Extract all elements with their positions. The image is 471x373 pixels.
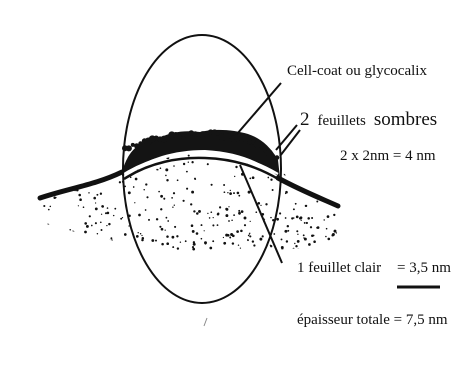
label-dark-layers-word2: sombres [374,109,437,130]
pointer-cell-coat [237,83,281,134]
stray-mark [204,318,207,326]
label-light-layer-value: = 3,5 nm [397,260,451,276]
label-dark-layers-calc: 2 x 2nm = 4 nm [340,148,436,164]
label-light-layer: 1 feuillet clair [297,260,381,276]
label-cell-coat: Cell-coat ou glycocalix [287,63,427,79]
label-dark-layers: 2 feuillets sombres [300,109,437,130]
label-dark-layers-word: feuillets [318,113,366,129]
label-dark-layers-number: 2 [300,109,310,130]
cell-outline-left [40,172,122,198]
cytoplasm-stipple [39,150,337,251]
label-total-thickness: épaisseur totale = 7,5 nm [297,312,448,328]
